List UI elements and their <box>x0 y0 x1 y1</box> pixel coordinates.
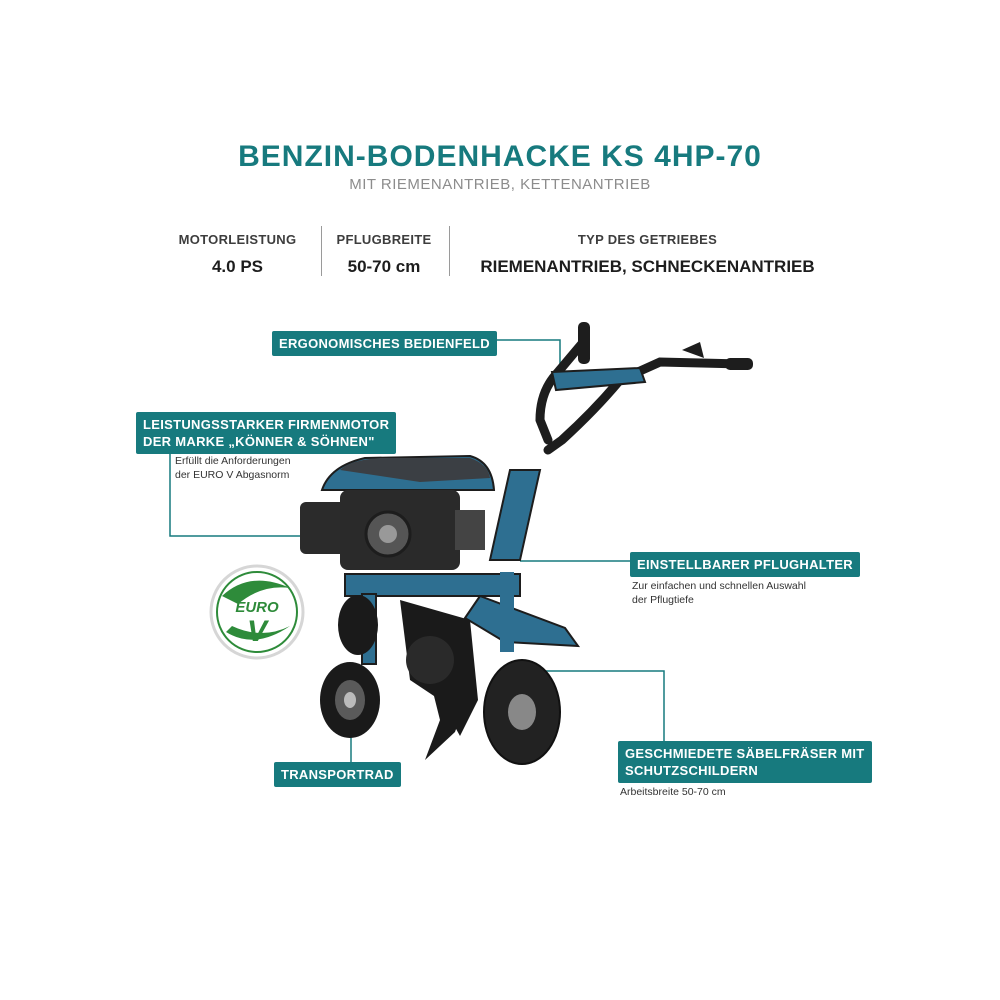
note-plow-holder: Zur einfachen und schnellen Auswahl der … <box>632 579 806 607</box>
engine <box>300 454 496 570</box>
callout-plow-holder: EINSTELLBARER PFLUGHALTER <box>630 552 860 577</box>
transport-wheel-icon <box>320 662 380 738</box>
badge-text: EURO <box>235 599 279 616</box>
spec-plow-width: PFLUGBREITE 50-70 cm <box>325 232 443 277</box>
spec-divider <box>449 226 450 276</box>
callout-label: EINSTELLBARER PFLUGHALTER <box>637 557 853 572</box>
note-line: Zur einfachen und schnellen Auswahl <box>632 580 806 592</box>
spec-label: MOTORLEISTUNG <box>178 232 297 247</box>
note-line: Arbeitsbreite 50-70 cm <box>620 786 726 798</box>
page-title: BENZIN-BODENHACKE KS 4HP-70 <box>238 140 762 173</box>
callout-line: SCHUTZSCHILDERN <box>625 763 759 778</box>
spec-motor-power: MOTORLEISTUNG 4.0 PS <box>160 232 315 277</box>
callout-label: TRANSPORTRAD <box>281 767 394 782</box>
spec-divider <box>321 226 322 276</box>
spec-label: PFLUGBREITE <box>336 232 432 247</box>
handlebar <box>535 335 747 455</box>
note-line: der Pflugtiefe <box>632 594 694 606</box>
spec-gear-type: TYP DES GETRIEBES RIEMENANTRIEB, SCHNECK… <box>455 232 840 277</box>
spec-value: RIEMENANTRIEB, SCHNECKENANTRIEB <box>480 257 815 276</box>
callout-engine: LEISTUNGSSTARKER FIRMENMOTOR DER MARKE „… <box>136 412 397 454</box>
note-engine: Erfüllt die Anforderungen der EURO V Abg… <box>175 454 291 482</box>
spec-value: 50-70 cm <box>347 257 421 276</box>
note-tiller-blades: Arbeitsbreite 50-70 cm <box>620 785 726 799</box>
note-line: der EURO V Abgasnorm <box>175 469 290 481</box>
spec-value: 4.0 PS <box>211 257 264 276</box>
note-line: Erfüllt die Anforderungen <box>175 455 291 467</box>
callout-line: DER MARKE „KÖNNER & SÖHNEN" <box>143 434 375 449</box>
page-subtitle: MIT RIEMENANTRIEB, KETTENANTRIEB <box>349 176 651 193</box>
callout-control-panel: ERGONOMISCHES BEDIENFELD <box>272 331 497 356</box>
tiller-tines <box>400 600 478 760</box>
spec-label: TYP DES GETRIEBES <box>577 232 718 247</box>
callout-line: GESCHMIEDETE SÄBELFRÄSER MIT <box>625 746 865 761</box>
callout-tiller-blades: GESCHMIEDETE SÄBELFRÄSER MIT SCHUTZSCHIL… <box>618 741 872 783</box>
callout-line: LEISTUNGSSTARKER FIRMENMOTOR <box>143 417 390 432</box>
badge-text: V <box>247 615 270 648</box>
euro-v-badge-icon <box>209 564 305 660</box>
callout-transport-wheel: TRANSPORTRAD <box>274 762 401 787</box>
callout-label: ERGONOMISCHES BEDIENFELD <box>279 336 490 351</box>
